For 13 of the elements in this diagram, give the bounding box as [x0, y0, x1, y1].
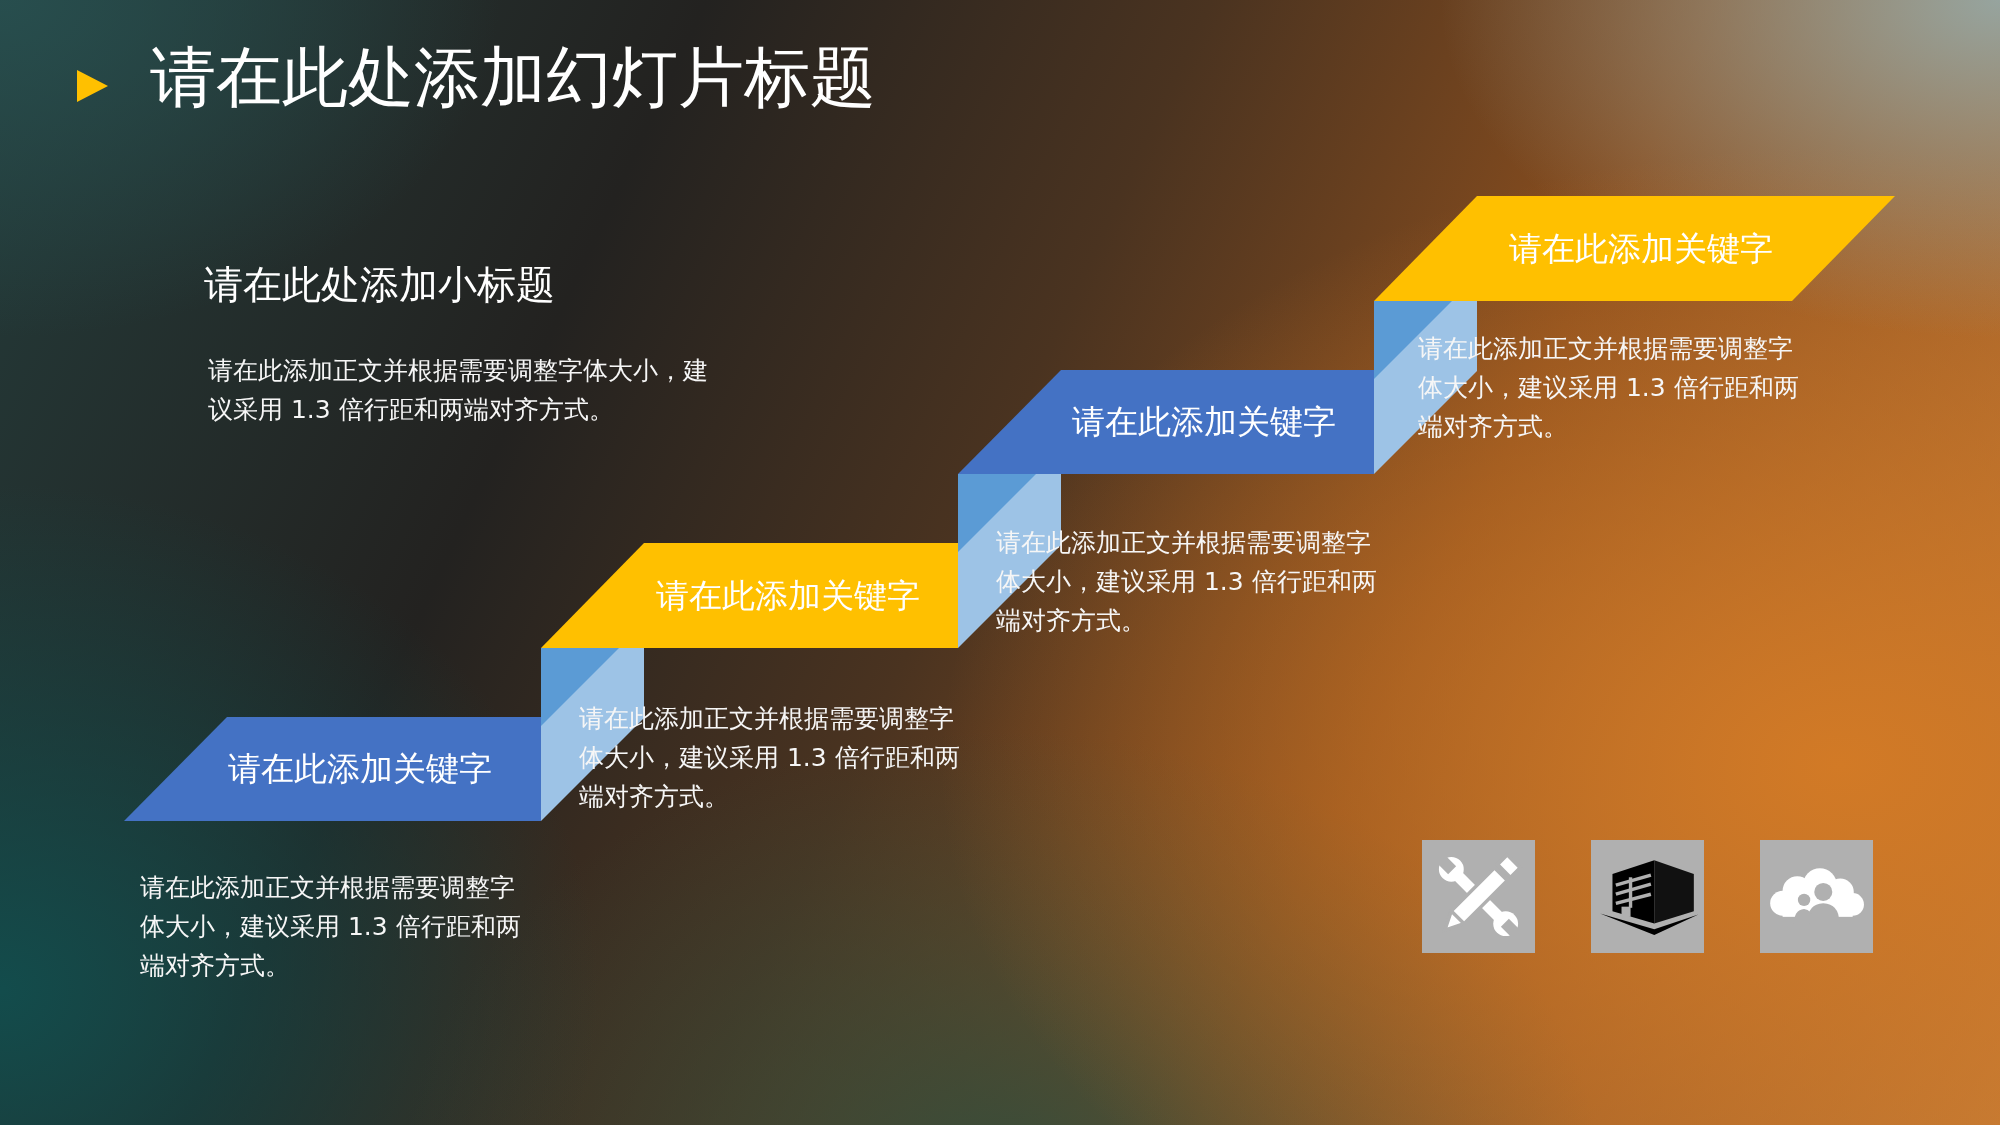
step-banner: [958, 370, 1374, 474]
keyword-text: 请在此添加关键字: [228, 749, 492, 789]
description-text: 请在此添加正文并根据需要调整字体大小，建议采用 1.3 倍行距和两端对齐方式。: [140, 872, 522, 982]
step-banner: [124, 717, 541, 821]
slide-title: 请在此处添加幻灯片标题: [150, 38, 876, 118]
body-text: 请在此添加正文并根据需要调整字体大小，建议采用 1.3 倍行距和两端对齐方式。: [208, 355, 709, 426]
keyword-text: 请在此添加关键字: [1071, 402, 1336, 442]
keyword-text: 请在此添加关键字: [656, 575, 920, 616]
subtitle-text: 请在此处添加小标题: [204, 262, 555, 309]
description-text: 请在此添加正文并根据需要调整字体大小，建议采用 1.3 倍行距和两端对齐方式。: [579, 703, 961, 813]
step-banner: [1374, 196, 1895, 301]
keyword-text: 请在此添加关键字: [1509, 228, 1773, 269]
step-banner: [541, 543, 958, 648]
